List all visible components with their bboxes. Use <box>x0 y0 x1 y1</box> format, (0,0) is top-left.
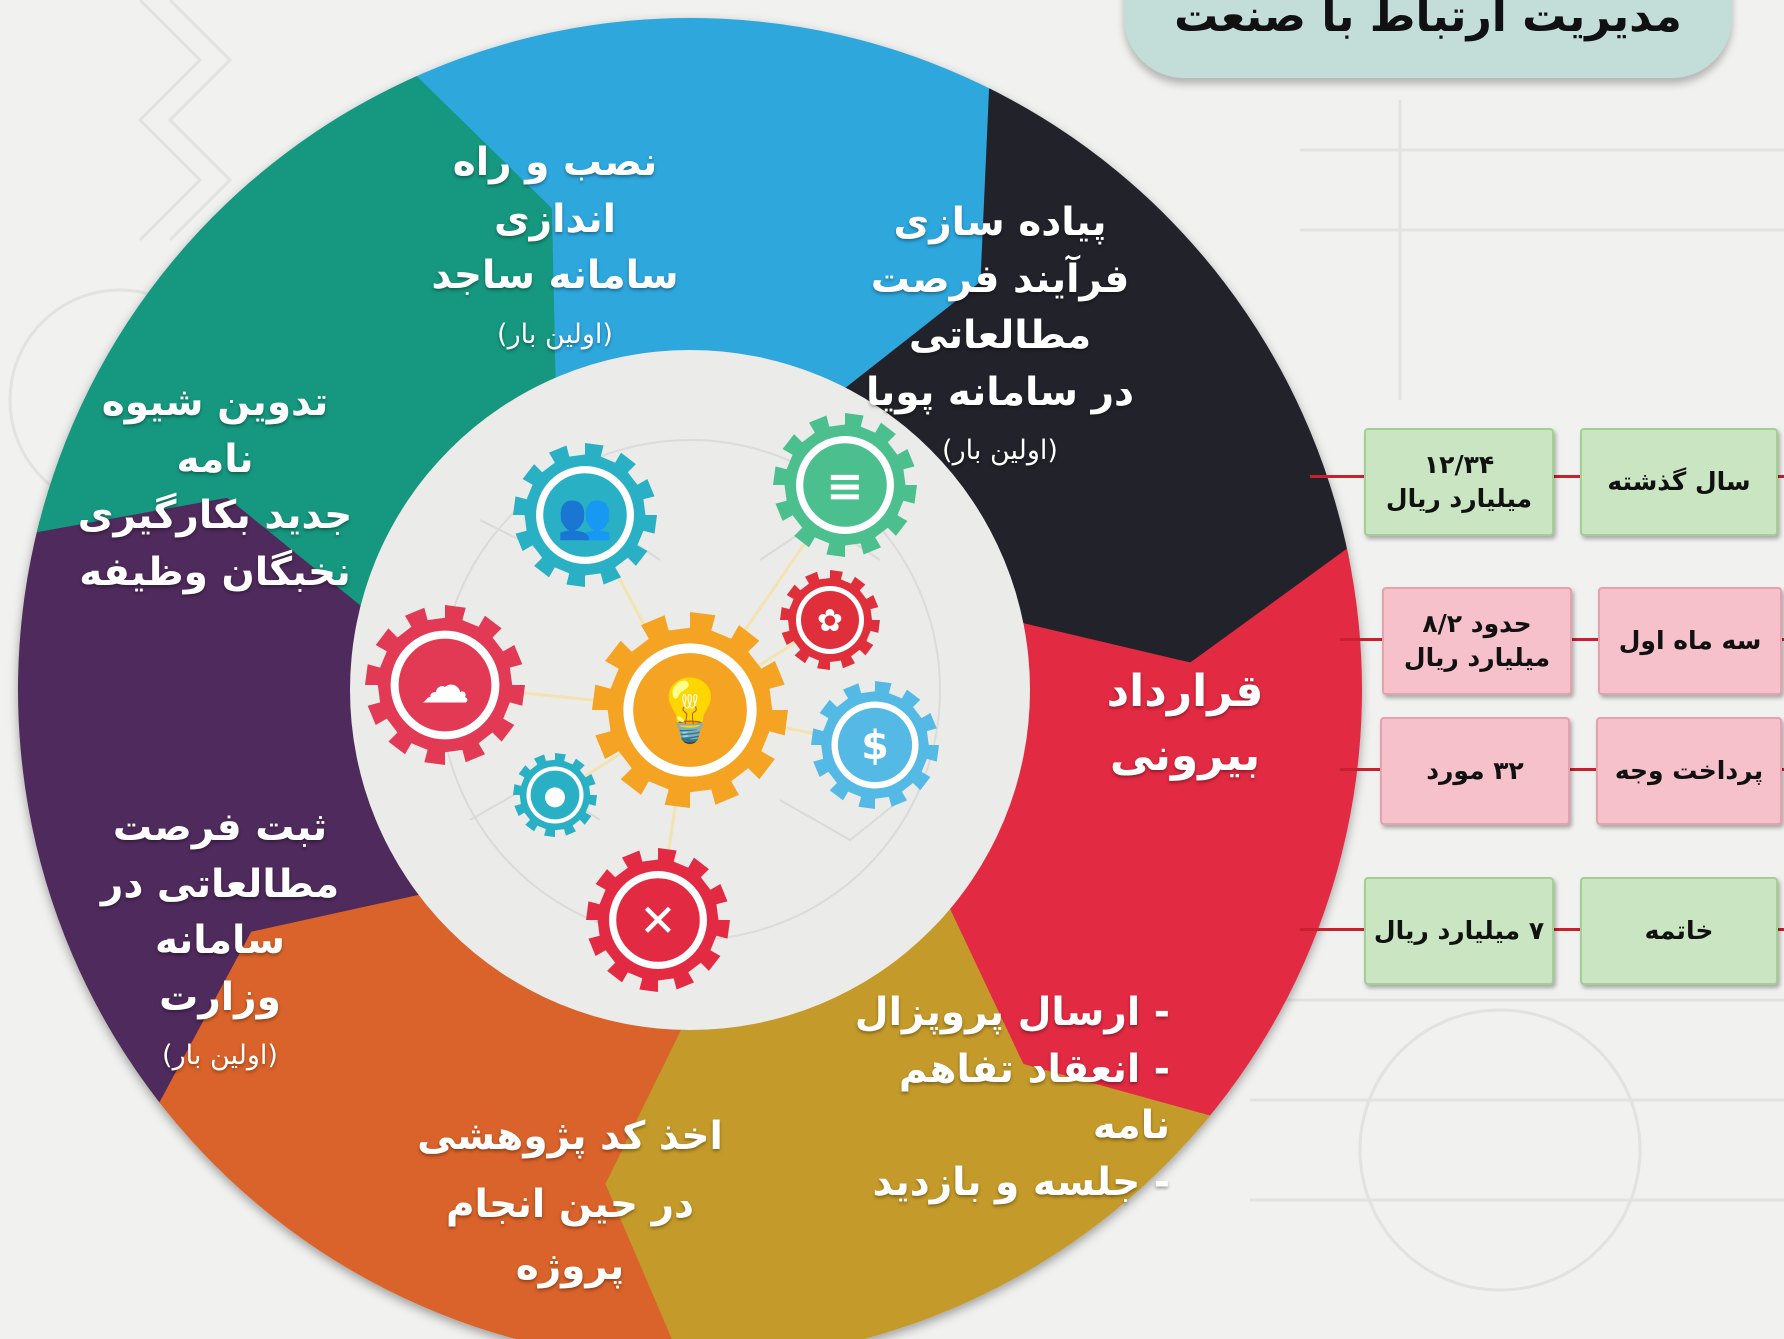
stat-value-line: میلیارد ریال <box>1403 643 1551 672</box>
stat-value-box: حدود ۸/۲ میلیارد ریال <box>1382 587 1572 695</box>
svg-text:$: $ <box>861 723 889 769</box>
stat-label: سه ماه اول <box>1618 626 1762 656</box>
stat-value-line: ۷ میلیارد ریال <box>1373 916 1545 946</box>
segment-black-note: (اولین بار) <box>942 435 1058 467</box>
svg-text:☁: ☁ <box>420 657 470 715</box>
segment-purple-text: ثبت فرصت مطالعاتی در سامانه وزارت (اولین… <box>55 800 385 1071</box>
segment-blue-text: نصب و راه اندازی سامانه ساجد (اولین بار) <box>390 135 720 350</box>
stat-label-box: سال گذشته <box>1580 428 1778 536</box>
stat-label: خاتمه <box>1644 916 1714 946</box>
stat-value-box: ۳۲ مورد <box>1380 717 1570 825</box>
segment-gold-line-3: - جلسه و بازدید <box>872 1159 1170 1205</box>
segment-purple-line-3: وزارت <box>159 974 281 1020</box>
person-icon: ● <box>513 753 597 837</box>
tools-icon: ✕ <box>586 848 730 992</box>
stat-value-line: میلیارد ریال <box>1385 484 1533 513</box>
segment-teal-line-1: تدوین شیوه نامه <box>101 380 329 482</box>
stat-label-box: خاتمه <box>1580 877 1778 985</box>
segment-purple-note: (اولین بار) <box>162 1040 278 1072</box>
segment-gold <box>605 898 1211 1339</box>
segment-gold-line-1: - ارسال پروپزال <box>854 990 1170 1035</box>
stat-label: سال گذشته <box>1607 467 1751 497</box>
chat-icon: ≡ <box>773 413 917 557</box>
segment-black <box>836 88 1350 663</box>
svg-text:≡: ≡ <box>826 460 863 512</box>
segment-blue-note: (اولین بار) <box>497 318 613 350</box>
segment-purple-line-2: مطالعاتی در سامانه <box>100 861 340 964</box>
dollar-icon: $ <box>811 681 939 809</box>
brain-icon: ✿ <box>780 570 880 670</box>
lightbulb-icon: 💡 <box>592 612 788 808</box>
segment-blue-line-2: سامانه ساجد <box>431 253 679 299</box>
segment-black-line-1: پیاده سازی <box>893 200 1107 245</box>
segment-orange-line-1: اخذ کد پژوهشی <box>417 1114 723 1159</box>
segment-black-line-3: در سامانه پویا <box>865 369 1135 415</box>
stat-value-line: ۳۲ مورد <box>1426 756 1524 786</box>
stat-value-line: حدود ۸/۲ <box>1422 609 1532 639</box>
stat-value-line: ۱۲/۳۴ <box>1423 450 1495 480</box>
segment-red <box>941 548 1363 1125</box>
segment-orange-text: اخذ کد پژوهشی در حین انجام پروژه <box>390 1100 750 1299</box>
segment-black-line-2: فرآیند فرصت مطالعاتی <box>870 256 1130 359</box>
segment-purple-line-1: ثبت فرصت <box>112 805 328 850</box>
stat-label-box: سه ماه اول <box>1598 587 1782 695</box>
svg-text:💡: 💡 <box>652 676 728 747</box>
svg-text:✕: ✕ <box>639 895 676 947</box>
stat-value-box: ۷ میلیارد ریال <box>1364 877 1554 985</box>
stat-label: پرداخت وجه <box>1614 756 1764 786</box>
segment-blue-line-1: نصب و راه اندازی <box>452 140 658 242</box>
segment-orange-line-2: در حین انجام پروژه <box>445 1182 695 1290</box>
page-title: مدیریت ارتباط با صنعت <box>1174 0 1682 42</box>
segment-teal-line-3: نخبگان وظیفه <box>79 549 351 595</box>
stat-label-box: پرداخت وجه <box>1596 717 1782 825</box>
svg-text:●: ● <box>544 781 567 811</box>
segment-teal-text: تدوین شیوه نامه جدید بکارگیری نخبگان وظی… <box>65 375 365 601</box>
segment-blue <box>406 17 1000 398</box>
svg-text:👥: 👥 <box>557 490 613 542</box>
segment-red-text: قرارداد بیرونی <box>1030 660 1340 788</box>
segment-red-line-1: قرارداد بیرونی <box>1106 666 1264 781</box>
segment-gold-line-2: - انعقاد تفاهم نامه <box>898 1046 1170 1149</box>
stat-value-box: ۱۲/۳۴ میلیارد ریال <box>1364 428 1554 536</box>
title-banner: مدیریت ارتباط با صنعت <box>1124 0 1732 78</box>
segment-black-text: پیاده سازی فرآیند فرصت مطالعاتی در سامان… <box>800 195 1200 466</box>
segment-gold-text: - ارسال پروپزال - انعقاد تفاهم نامه - جل… <box>850 985 1170 1211</box>
segment-teal-line-2: جدید بکارگیری <box>77 493 353 539</box>
svg-text:✿: ✿ <box>817 603 843 639</box>
segment-purple <box>17 497 430 1103</box>
people-icon: 👥 <box>513 443 657 587</box>
cloud-upload-icon: ☁ <box>365 605 525 765</box>
